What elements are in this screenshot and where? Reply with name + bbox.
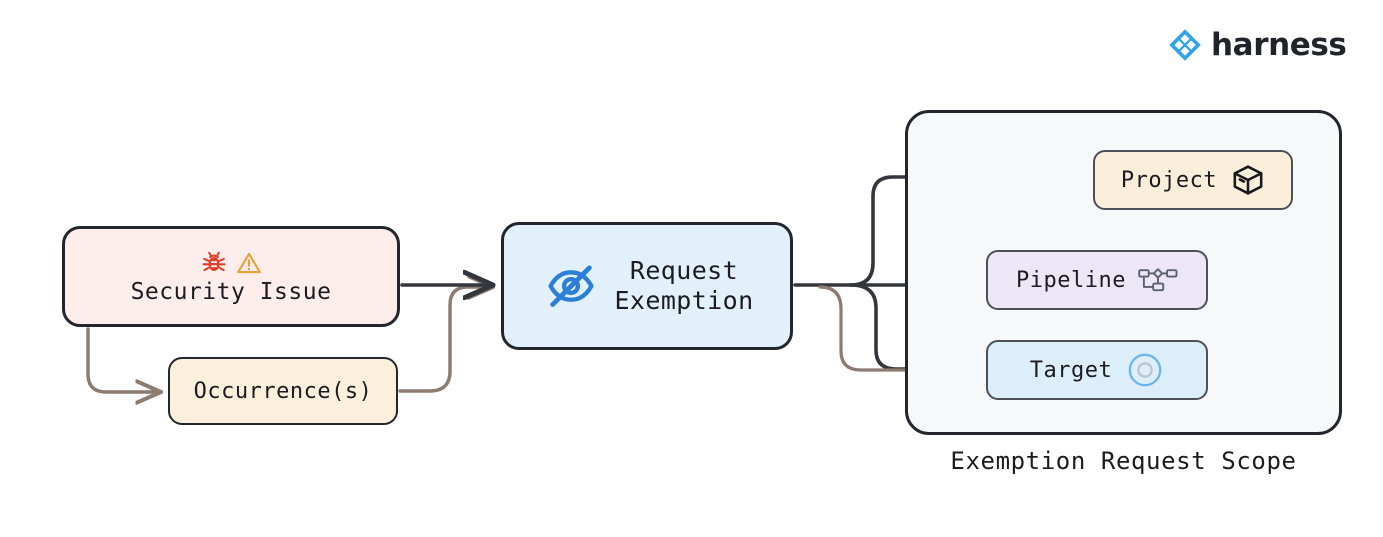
node-target-label: Target [1029,357,1113,383]
warning-triangle-icon [236,252,261,273]
node-security-issue[interactable]: Security Issue [62,226,400,327]
harness-brand-logo: harness [1168,26,1347,63]
node-request-exemption-label: Request Exemption [614,255,754,316]
bug-icon [201,251,226,271]
eye-off-icon [548,265,595,307]
node-occurrences[interactable]: Occurrence(s) [168,357,398,425]
node-target[interactable]: Target [986,340,1208,400]
edge-security-to-occurrence [86,327,160,392]
target-circle-icon [1128,353,1162,387]
node-pipeline[interactable]: Pipeline [986,250,1208,310]
pipeline-nodes-icon [1138,268,1178,292]
brand-name-text: harness [1211,26,1347,63]
harness-diamond-logo-icon [1169,29,1201,61]
node-occurrences-label: Occurrence(s) [193,378,373,404]
security-issue-icon-row [201,249,262,277]
exemption-request-scope-caption: Exemption Request Scope [950,447,1297,475]
node-pipeline-label: Pipeline [1016,267,1126,293]
box-cube-icon [1233,165,1263,195]
node-project[interactable]: Project [1093,150,1293,210]
edge-occurrence-to-request [398,287,492,393]
node-request-exemption[interactable]: Request Exemption [501,222,793,350]
node-security-issue-label: Security Issue [130,278,332,305]
node-project-label: Project [1120,167,1218,193]
